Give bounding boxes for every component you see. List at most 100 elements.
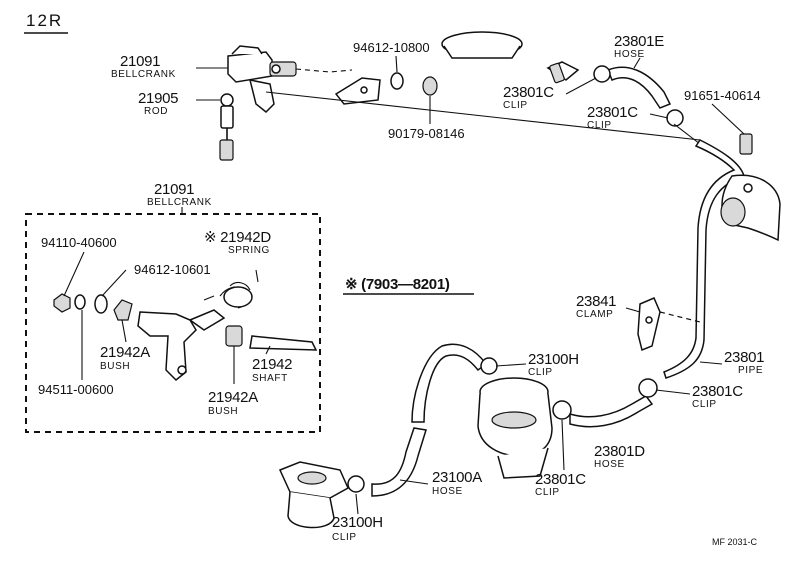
pipe-number: 23801 — [724, 349, 764, 366]
clip-c-low-number: 23801C — [535, 471, 586, 488]
leader-shaft — [265, 345, 271, 355]
rod-drawing — [219, 93, 234, 161]
clip-c-low-name: CLIP — [535, 487, 560, 498]
carburetor-inlet — [720, 197, 746, 227]
bellcrank-arm — [248, 79, 275, 114]
pipe-name: PIPE — [738, 365, 763, 376]
inset-border — [25, 213, 321, 433]
washer-00600-shape — [74, 294, 86, 310]
fuel-filter-drawing — [278, 461, 349, 529]
pivot-leader — [295, 68, 353, 73]
bush-a-left-name: BUSH — [100, 361, 130, 372]
clamp-number: 23841 — [576, 293, 616, 310]
washer-10800-shape — [390, 72, 404, 90]
bush-a-bottom-number: 21942A — [208, 389, 258, 406]
clip-c-top-shape — [593, 65, 611, 83]
bellcrank-assembly-drawing — [227, 45, 701, 141]
bush-a-bottom-shape — [225, 325, 243, 347]
pipe-drawing — [663, 133, 781, 379]
clip-c-top-name: CLIP — [503, 100, 528, 111]
hose-a-name: HOSE — [432, 486, 463, 497]
leader-pipe — [699, 361, 723, 365]
clip-h-top-name: CLIP — [528, 367, 553, 378]
pump-diaphragm — [491, 411, 537, 429]
shaft-name: SHAFT — [252, 373, 288, 384]
filter-top — [297, 471, 327, 485]
bracket-hole — [360, 86, 368, 94]
clip-c-low-shape — [552, 400, 572, 420]
nut-08146-number: 90179-08146 — [388, 126, 465, 141]
nut-08146-shape — [422, 76, 438, 96]
clamp-body — [637, 297, 661, 352]
model-label: 12R — [26, 11, 63, 30]
hose-d-name: HOSE — [594, 459, 625, 470]
spring-name: SPRING — [228, 245, 270, 256]
reference-code: MF 2031-C — [712, 537, 758, 547]
leader-lines — [63, 55, 745, 515]
leader-washer-10800 — [395, 55, 398, 73]
bellcrank-main-number: 21091 — [120, 53, 160, 70]
bush-a-left-shape — [113, 299, 133, 321]
bolt-40614-shape — [739, 133, 753, 155]
clamp-drawing — [637, 297, 701, 352]
washer-10800-number: 94612-10800 — [353, 40, 430, 55]
hose-a-drawing — [347, 427, 427, 497]
clamp-to-pipe-dash — [659, 311, 701, 323]
leader-clip-c-right — [655, 389, 691, 395]
fuel-pump-drawing — [477, 377, 553, 479]
hose-d-number: 23801D — [594, 443, 645, 460]
bellcrank-body — [227, 51, 273, 83]
air-cleaner-rim — [443, 45, 521, 59]
clip-h-bottom-number: 23100H — [332, 514, 383, 531]
shaft-body — [249, 335, 318, 351]
leader-hose-a — [399, 479, 429, 485]
clip-c-right-shape — [638, 378, 658, 398]
pump-lever — [497, 447, 549, 479]
leader-clip-c-top — [565, 77, 597, 95]
clip-c-right-number: 23801C — [692, 383, 743, 400]
clip-c-right-name: CLIP — [692, 399, 717, 410]
leader-nut-40600 — [63, 251, 85, 297]
clamp-hole — [645, 316, 653, 324]
clip-h-bottom-name: CLIP — [332, 532, 357, 543]
hose-d-body — [569, 395, 654, 428]
model-title: 12R — [24, 11, 68, 34]
bracket-plate — [334, 77, 381, 105]
bolt-40614-number: 91651-40614 — [684, 88, 761, 103]
hose-e-body — [607, 66, 672, 109]
clamp-name: CLAMP — [576, 309, 613, 320]
hose-e-name: HOSE — [614, 49, 645, 60]
leader-clamp — [625, 307, 641, 313]
fitting-nut — [549, 62, 565, 84]
nut-40600-shape — [53, 293, 71, 313]
rod-sleeve — [220, 105, 234, 129]
bush-a-bottom-name: BUSH — [208, 406, 238, 417]
plate-hole — [177, 365, 187, 375]
bellcrank-inset-number: 21091 — [154, 181, 194, 198]
rod-number: 21905 — [138, 90, 178, 107]
throttle-link-line — [265, 91, 701, 141]
leader-washer-10601 — [101, 269, 127, 297]
hose-e-number: 23801E — [614, 33, 664, 50]
rod-end-top — [220, 93, 234, 107]
hose-e-tail — [673, 123, 701, 145]
inset-box — [25, 207, 321, 433]
leader-clip-h-top — [495, 363, 527, 367]
clip-c-mid-shape — [666, 109, 684, 127]
rod-name: ROD — [144, 106, 168, 117]
spring-number: ※ 21942D — [204, 229, 271, 246]
clip-h-top-number: 23100H — [528, 351, 579, 368]
clip-c-mid-number: 23801C — [587, 104, 638, 121]
filter-bowl — [287, 491, 335, 529]
bush-a-left-number: 21942A — [100, 344, 150, 361]
washer-00600-number: 94511-00600 — [38, 382, 114, 397]
rod-end-bottom — [219, 139, 234, 161]
plate-arm — [188, 309, 226, 331]
bellcrank-main-name: BELLCRANK — [111, 69, 176, 80]
shaft-number: 21942 — [252, 356, 292, 373]
bellcrank-inset-name: BELLCRANK — [147, 197, 212, 208]
inset-bellcrank-plate — [137, 311, 197, 382]
air-cleaner-drawing — [441, 31, 580, 84]
leader-bolt-40614 — [711, 103, 745, 135]
